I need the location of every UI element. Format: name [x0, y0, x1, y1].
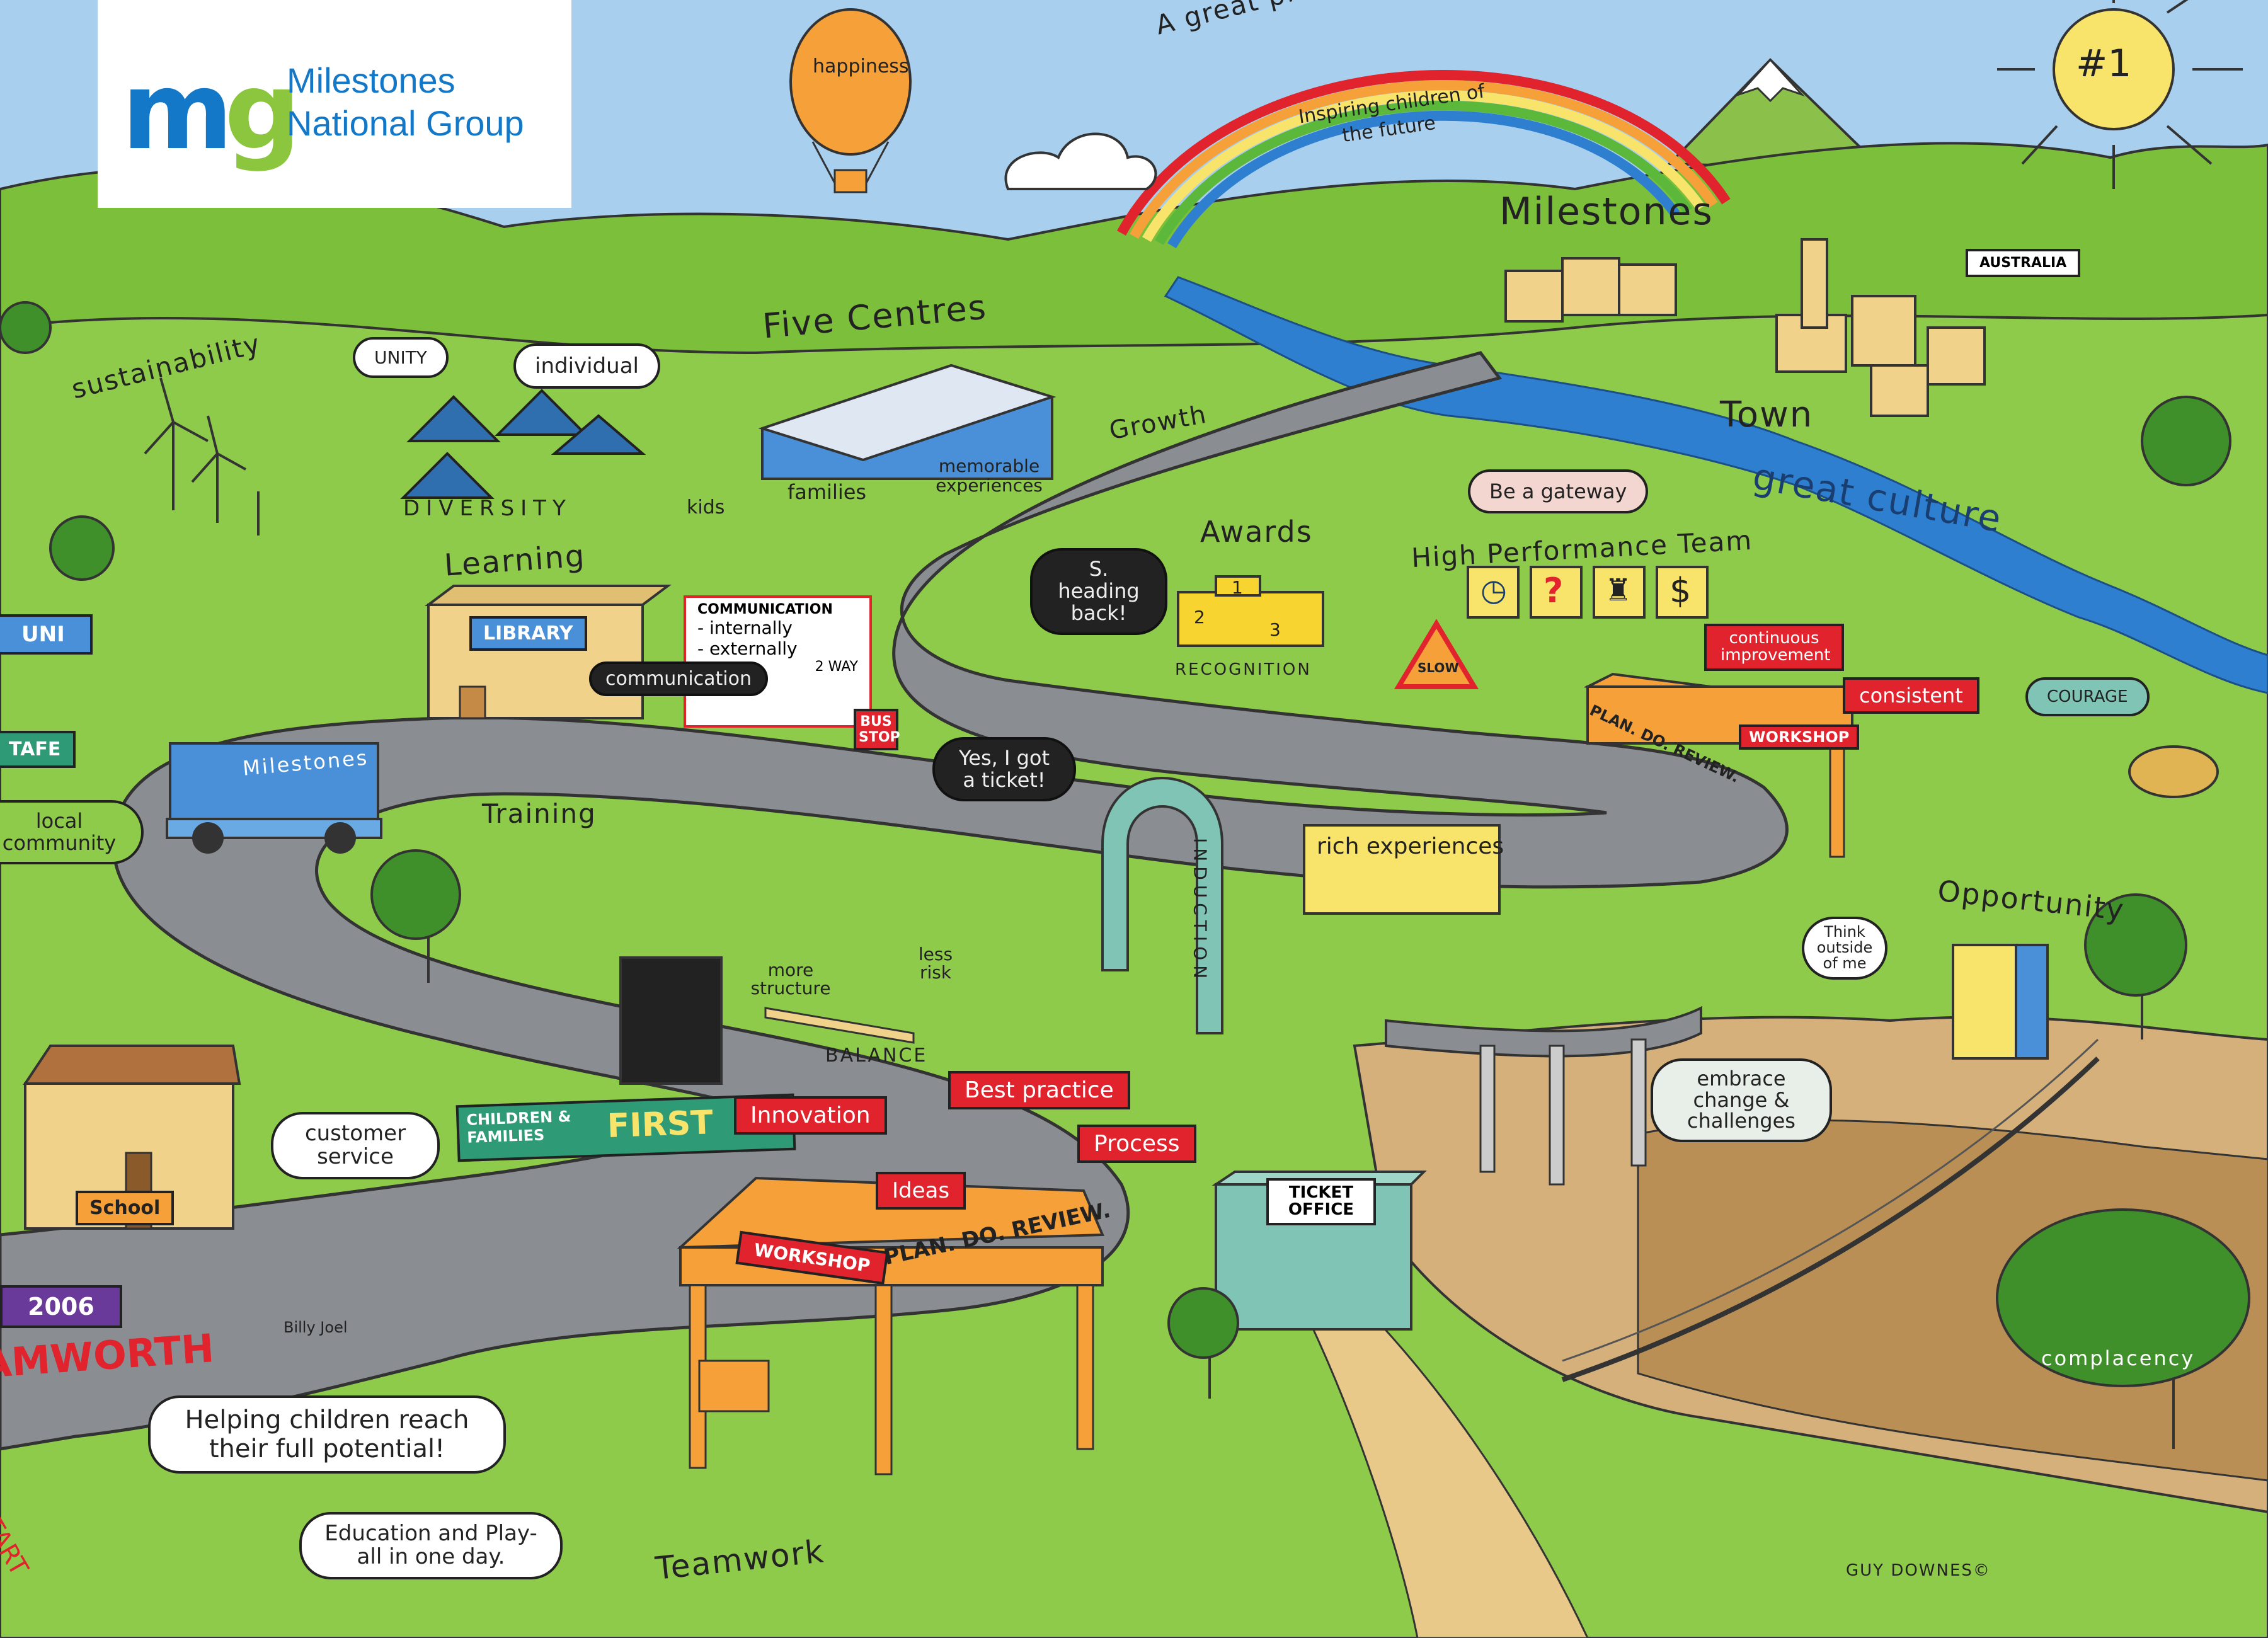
think-outside-bubble: Think outside of me [1802, 917, 1887, 980]
innovation-flag: Innovation [734, 1096, 887, 1135]
artist-signature: GUY DOWNES© [1846, 1561, 1991, 1580]
slow-sign [1394, 619, 1479, 689]
unity-bubble: UNITY [353, 337, 449, 378]
rainbow [1116, 70, 1731, 249]
australia-sign: AUSTRALIA [1966, 249, 2081, 277]
rain-cloud [1004, 132, 1157, 190]
balloon-label: happiness [813, 55, 909, 77]
customer-service-bubble: customer service [271, 1112, 440, 1179]
double-decker-bus [166, 742, 382, 854]
company-logo: mg Milestones National Group [98, 0, 571, 208]
continuous-improvement-flag: continuous improvement [1704, 624, 1844, 671]
ticket-office-sign: TICKET OFFICE [1266, 1178, 1376, 1225]
logo-mark: mg [122, 49, 301, 174]
kids-label: kids [687, 496, 725, 518]
podium-third: 3 [1269, 619, 1281, 640]
courage-bubble: COURAGE [2025, 677, 2150, 716]
workshop-right-flag: WORKSHOP [1739, 724, 1860, 750]
opportunity-door [1952, 944, 2049, 1060]
training-label: Training [482, 798, 597, 829]
workshop-canopy [677, 1176, 1104, 1475]
podium-first: 1 [1232, 577, 1243, 598]
podium [1177, 575, 1324, 647]
blackboard [619, 956, 723, 1085]
complacency-label: complacency [2041, 1346, 2196, 1370]
trophy-icon: ♜ [1605, 573, 1632, 608]
town-label: Town [1720, 394, 1814, 435]
heading-back-bubble: S. heading back! [1030, 548, 1167, 635]
rich-experiences-board [1303, 824, 1501, 915]
library-sign: LIBRARY [469, 616, 587, 651]
rope-bridge [1561, 1057, 2100, 1382]
logo-line-1: Milestones [287, 60, 455, 100]
families-label: families [788, 480, 867, 504]
logo-line-2: National Group [287, 103, 524, 143]
library-building [425, 585, 672, 719]
ticket-bubble: Yes, I got a ticket! [932, 737, 1076, 802]
best-practice-flag: Best practice [948, 1071, 1130, 1109]
diversity-label: DIVERSITY [403, 496, 572, 521]
communication-line-1: - internally [697, 617, 793, 638]
bus-stop-sign: BUS STOP [854, 709, 900, 750]
induction-label: INDUCTION [1189, 838, 1211, 984]
uni-sign: UNI [0, 614, 93, 655]
communication-line-3: 2 WAY [815, 659, 858, 675]
tafe-sign: TAFE [0, 731, 76, 768]
local-community-bubble: local community [0, 800, 144, 865]
slow-sign-label: SLOW [1418, 660, 1459, 675]
gateway-bubble: Be a gateway [1468, 469, 1649, 513]
consistent-flag: consistent [1843, 677, 1979, 714]
communication-line-2: - externally [697, 638, 798, 659]
balance-seesaw [764, 1007, 915, 1044]
sun-label: #1 [2076, 42, 2132, 86]
memorable-experiences-label: memorable experiences [936, 455, 1043, 496]
wind-turbines [144, 377, 260, 536]
helping-children-bubble: Helping children reach their full potent… [148, 1395, 506, 1474]
communication-bubble: communication [589, 662, 769, 696]
embrace-change-bubble: embrace change & challenges [1651, 1058, 1832, 1142]
recognition-label: RECOGNITION [1175, 660, 1312, 679]
podium-second: 2 [1194, 607, 1205, 627]
dollar-icon: $ [1670, 571, 1692, 610]
lion [2128, 745, 2219, 798]
billy-joel-label: Billy Joel [284, 1319, 348, 1336]
first-label: FIRST [606, 1104, 714, 1146]
sun [1997, 0, 2243, 189]
ideas-flag: Ideas [876, 1172, 966, 1210]
trees [0, 301, 2250, 1449]
school-sign: School [76, 1191, 175, 1225]
communication-title: COMMUNICATION [697, 602, 833, 617]
year-sign: 2006 [0, 1285, 122, 1328]
performance-boards [1467, 566, 1709, 619]
clock-icon: ◷ [1480, 573, 1507, 608]
milestones-town-title: Milestones [1499, 190, 1714, 234]
tents [400, 389, 646, 499]
question-icon: ? [1544, 571, 1564, 610]
balance-label: BALANCE [825, 1045, 928, 1067]
centre-building [758, 364, 1057, 480]
school-building [23, 1045, 241, 1230]
individual-bubble: individual [513, 343, 661, 389]
more-structure-label: more structure [750, 959, 831, 999]
process-flag: Process [1077, 1125, 1196, 1163]
education-play-bubble: Education and Play- all in one day. [299, 1512, 563, 1579]
less-risk-label: less risk [918, 944, 953, 983]
induction-arch [1101, 777, 1223, 1034]
rich-experiences-label: rich experiences [1317, 833, 1504, 859]
town-houses [1504, 238, 1986, 417]
awards-label: Awards [1200, 515, 1313, 549]
hot-air-balloon [789, 8, 912, 193]
